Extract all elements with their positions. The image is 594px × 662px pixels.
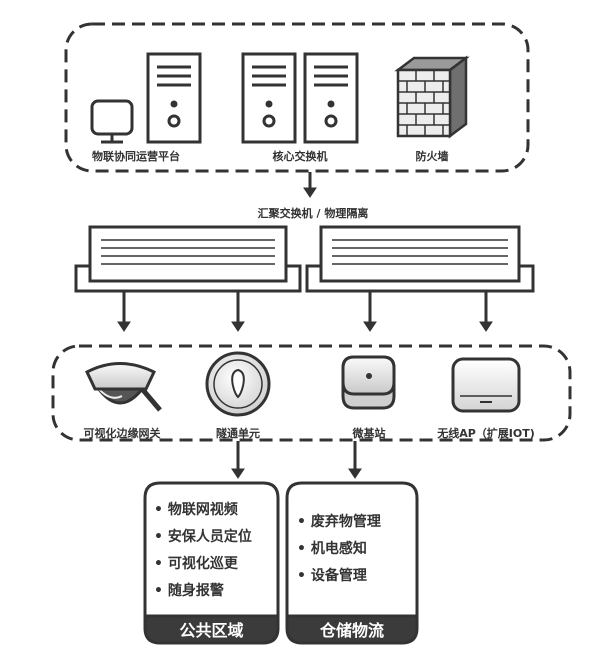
arrow-core-to-aggregation xyxy=(303,172,317,198)
wireless-ap-icon xyxy=(451,357,521,413)
firewall-label: 防火墙 xyxy=(415,150,449,163)
list-item: 可视化巡更 xyxy=(154,551,252,578)
platform-label: 物联协同运营平台 xyxy=(92,150,180,163)
arrow-to-tunnel-unit xyxy=(231,292,245,332)
public-area-list: 物联网视频 安保人员定位 可视化巡更 随身报警 xyxy=(154,497,252,605)
aggregation-switch-left xyxy=(74,225,302,293)
warehouse-title: 仓储物流 xyxy=(319,621,384,640)
list-item: 机电感知 xyxy=(297,536,381,563)
list-item: 安保人员定位 xyxy=(154,524,252,551)
monitor-icon xyxy=(90,99,134,144)
aggregation-label: 汇聚交换机 / 物理隔离 xyxy=(257,207,369,220)
micro-station-icon xyxy=(341,355,396,410)
tunnel-unit-icon xyxy=(205,351,271,417)
micro-station-label: 微基站 xyxy=(352,427,386,440)
arrow-to-gateway xyxy=(117,292,131,332)
public-area-title: 公共区域 xyxy=(179,621,244,640)
platform-server-icon xyxy=(146,52,202,144)
list-item: 废弃物管理 xyxy=(297,509,381,536)
core-switch-server-icon-2 xyxy=(303,52,359,144)
arrow-to-micro-station xyxy=(363,292,377,332)
list-item: 设备管理 xyxy=(297,563,381,590)
list-item: 物联网视频 xyxy=(154,497,252,524)
arrow-to-public-area xyxy=(231,441,245,479)
edge-group-border xyxy=(51,344,572,442)
arrow-to-warehouse xyxy=(348,441,362,479)
dome-camera-icon xyxy=(85,362,162,412)
top-group-border xyxy=(64,22,530,173)
arrow-to-wireless-ap xyxy=(479,292,493,332)
gateway-label: 可视化边缘网关 xyxy=(83,427,161,440)
aggregation-switch-right xyxy=(305,225,535,293)
tunnel-unit-label: 隧通单元 xyxy=(216,427,260,440)
firewall-icon xyxy=(394,55,470,139)
wireless-ap-label: 无线AP（扩展IOT) xyxy=(437,427,535,440)
list-item: 随身报警 xyxy=(154,578,252,605)
core-switch-server-icon-1 xyxy=(241,52,297,144)
warehouse-list: 废弃物管理 机电感知 设备管理 xyxy=(297,509,381,590)
core-switch-label: 核心交换机 xyxy=(272,150,328,163)
